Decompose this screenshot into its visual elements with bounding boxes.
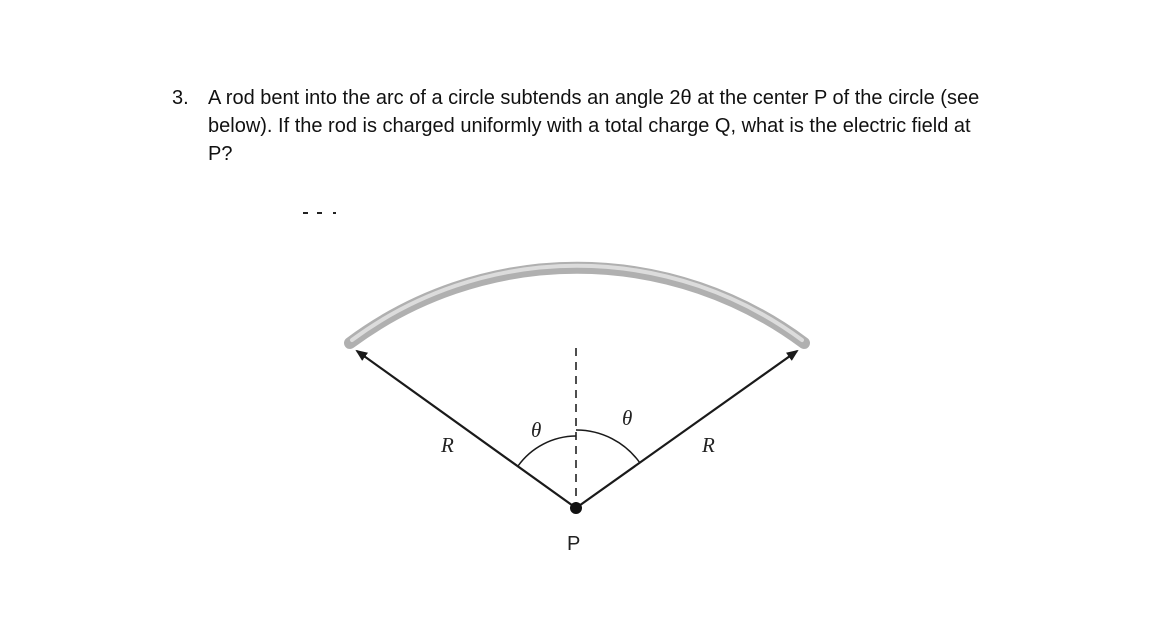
- label-R-left: R: [440, 433, 454, 457]
- center-point-P: [570, 502, 582, 514]
- angle-arc-left: [517, 435, 577, 467]
- problem-number: 3.: [172, 87, 189, 109]
- label-P: P: [567, 533, 580, 555]
- problem-text: A rod bent into the arc of a circle subt…: [208, 87, 980, 165]
- angle-arc-right: [575, 429, 641, 464]
- label-theta-right: θ: [622, 406, 632, 430]
- problem-statement: 3. A rod bent into the arc of a circle s…: [172, 84, 1052, 168]
- rod-highlight: [350, 263, 804, 342]
- label-R-right: R: [701, 433, 715, 457]
- label-theta-left: θ: [531, 418, 541, 442]
- radius-left-arrow: [355, 349, 577, 509]
- radius-right-arrow: [575, 349, 799, 509]
- charged-rod-arc: [344, 261, 810, 349]
